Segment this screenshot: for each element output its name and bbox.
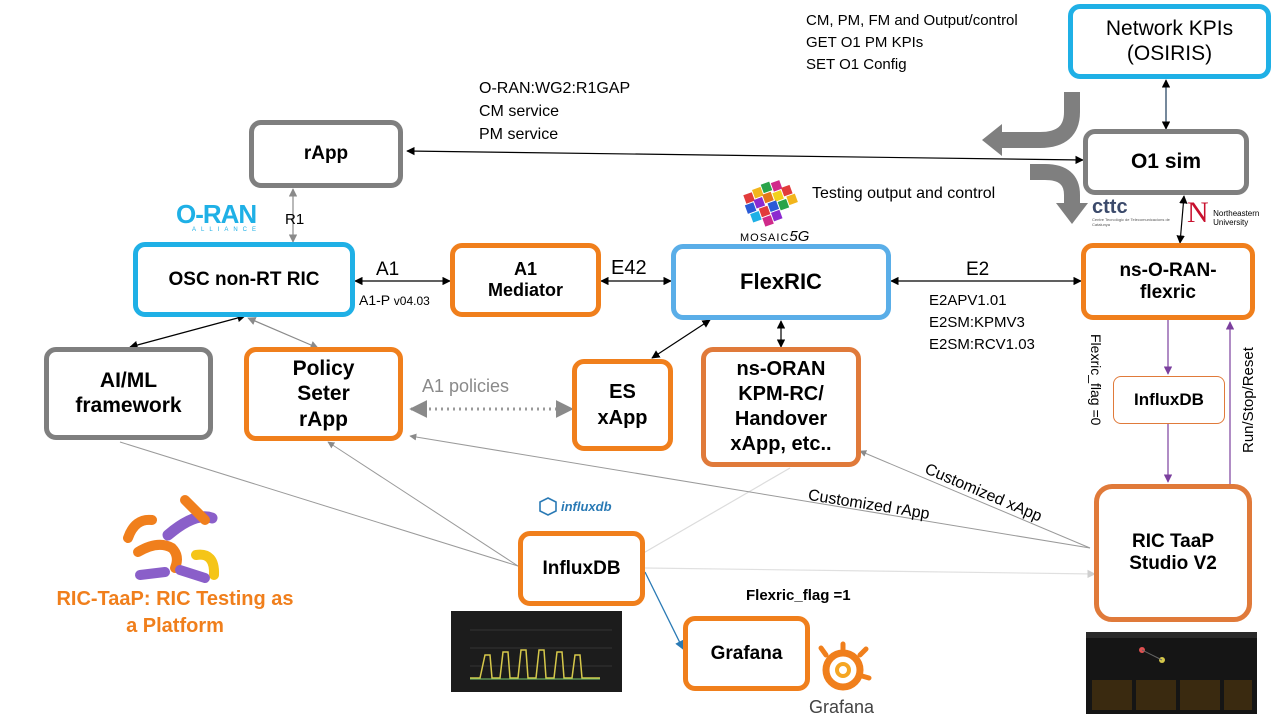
o1-services-line: SET O1 Config [806, 55, 907, 73]
northeastern-logo: N Northeastern University [1187, 196, 1260, 229]
run-stop-reset-label: Run/Stop/Reset [1240, 347, 1257, 453]
northeastern-letter: N [1187, 196, 1209, 229]
ric-taap-title: RIC-TaaP: RIC Testing as a Platform [56, 588, 294, 637]
influx-policy-arrow [327, 441, 519, 567]
r1-services-line: CM service [479, 103, 560, 121]
mosaic-5g-logo [743, 180, 798, 227]
rapp-label: rApp [303, 143, 349, 165]
osc-policy-link [247, 317, 319, 349]
ric-taap-studio-label: RIC TaaP Studio V2 [1129, 531, 1217, 574]
studio-policy-arrow [409, 433, 1091, 549]
network-kpis-label: Network KPIs (OSIRIS) [1105, 17, 1234, 65]
a1-policies-label: A1 policies [422, 376, 510, 396]
network-kpis-box: Network KPIs (OSIRIS) [1068, 4, 1271, 79]
osc-aiml-link [129, 313, 246, 350]
grafana-dashboard-thumbnail [451, 611, 622, 692]
oran-logo: O-RAN ALLIANCE [176, 201, 261, 233]
o1-sim-label: O1 sim [1130, 149, 1202, 173]
policy-seter-rapp-box: Policy Seter rApp [244, 347, 403, 441]
a1-label: A1 [376, 259, 400, 280]
flexric-label: FlexRIC [740, 269, 822, 295]
ric-taap-logo [123, 495, 220, 583]
mosaic-logo-text: MOSAIC5G [740, 228, 809, 245]
mosaic-5g-text: 5G [789, 228, 810, 245]
studio-kpm-arrow [859, 450, 1091, 549]
rapp-box: rApp [249, 120, 403, 188]
grafana-box-label: Grafana [710, 642, 783, 664]
o1sim-nsoran-link [1176, 195, 1188, 244]
grafana-logo [818, 641, 872, 691]
e2-protocols-text: E2APV1.01 E2SM:KPMV3 E2SM:RCV1.03 [929, 290, 1035, 355]
flexric-flag-0-label: Flexric_flag =0 [1088, 334, 1104, 426]
influx-studio-line [644, 567, 1096, 579]
e2-label: E2 [966, 259, 990, 280]
rapp-o1sim-link [406, 146, 1084, 165]
flexric-box: FlexRIC [671, 244, 891, 320]
influxdb-main-label: InfluxDB [542, 557, 621, 579]
a1-mediator-box: A1 Mediator [450, 243, 601, 317]
kpm-xapp-label: ns-ORAN KPM-RC/ Handover xApp, etc.. [730, 358, 832, 455]
e2-protocol-line: E2SM:RCV1.03 [929, 335, 1035, 353]
osc-non-rt-ric-box: OSC non-RT RIC [133, 242, 355, 317]
northeastern-name: Northeastern University [1213, 209, 1260, 227]
r1-services-text: O-RAN:WG2:R1GAP CM service PM service [479, 77, 630, 147]
o1-sim-box: O1 sim [1083, 129, 1249, 195]
r1-label: R1 [285, 211, 305, 228]
influxdb-small-box: InfluxDB [1113, 376, 1225, 424]
ai-ml-framework-box: AI/ML framework [44, 347, 213, 440]
ai-ml-framework-label: AI/ML framework [75, 369, 182, 417]
flexric-es-link [651, 319, 711, 359]
osc-non-rt-ric-label: OSC non-RT RIC [168, 268, 320, 290]
r1-services-line: O-RAN:WG2:R1GAP [479, 80, 631, 97]
a1p-text: A1-P [359, 292, 390, 308]
cttc-logo: cttc Centre Tecnològic de Telecomunicaci… [1092, 197, 1172, 227]
a1p-version-text: v04.03 [393, 294, 430, 308]
es-xapp-box: ES xApp [572, 359, 673, 451]
e42-label: E42 [611, 257, 647, 279]
kpm-xapp-box: ns-ORAN KPM-RC/ Handover xApp, etc.. [701, 347, 861, 467]
o1-flow-arrow [982, 92, 1088, 224]
oran-logo-text: O-RAN [176, 199, 257, 229]
es-xapp-label: ES xApp [597, 381, 648, 429]
studio-screenshot-thumbnail [1086, 632, 1257, 714]
a1-mediator-label: A1 Mediator [487, 259, 563, 300]
grafana-logo-text: Grafana [809, 697, 875, 717]
ns-o-ran-flexric-box: ns-O-RAN-flexric [1081, 243, 1255, 320]
r1-services-line: PM service [479, 126, 559, 144]
ric-taap-studio-box: RIC TaaP Studio V2 [1094, 484, 1252, 622]
testing-output-label: Testing output and control [812, 185, 996, 202]
cttc-logo-text: cttc [1092, 196, 1128, 218]
influxdb-main-box: InfluxDB [518, 531, 645, 606]
e2-protocol-line: E2SM:KPMV3 [929, 313, 1025, 331]
influx-aiml-line [119, 441, 519, 567]
policy-seter-rapp-label: Policy Seter rApp [292, 357, 355, 431]
flexric-flag-1-label: Flexric_flag =1 [746, 587, 851, 604]
mosaic-text: MOSAIC [740, 232, 790, 244]
o1-services-line: CM, PM, FM and Output/control [806, 12, 1018, 29]
e2-protocol-line: E2APV1.01 [929, 292, 1007, 309]
o1-services-line: GET O1 PM KPIs [806, 33, 924, 51]
influxdb-logo-text: influxdb [561, 499, 612, 514]
influxdb-logo-icon [539, 497, 557, 516]
influx-kpm-line [639, 467, 791, 556]
a1p-label: A1-P v04.03 [359, 290, 430, 310]
influx-grafana-arrow [644, 571, 684, 650]
o1-services-text: CM, PM, FM and Output/control GET O1 PM … [806, 10, 1018, 75]
grafana-box: Grafana [683, 616, 810, 691]
influxdb-small-label: InfluxDB [1134, 390, 1204, 410]
ns-o-ran-flexric-label: ns-O-RAN-flexric [1119, 259, 1217, 303]
oran-alliance-text: ALLIANCE [192, 227, 262, 233]
cttc-sub-text: Centre Tecnològic de Telecomunicacions d… [1092, 217, 1170, 227]
